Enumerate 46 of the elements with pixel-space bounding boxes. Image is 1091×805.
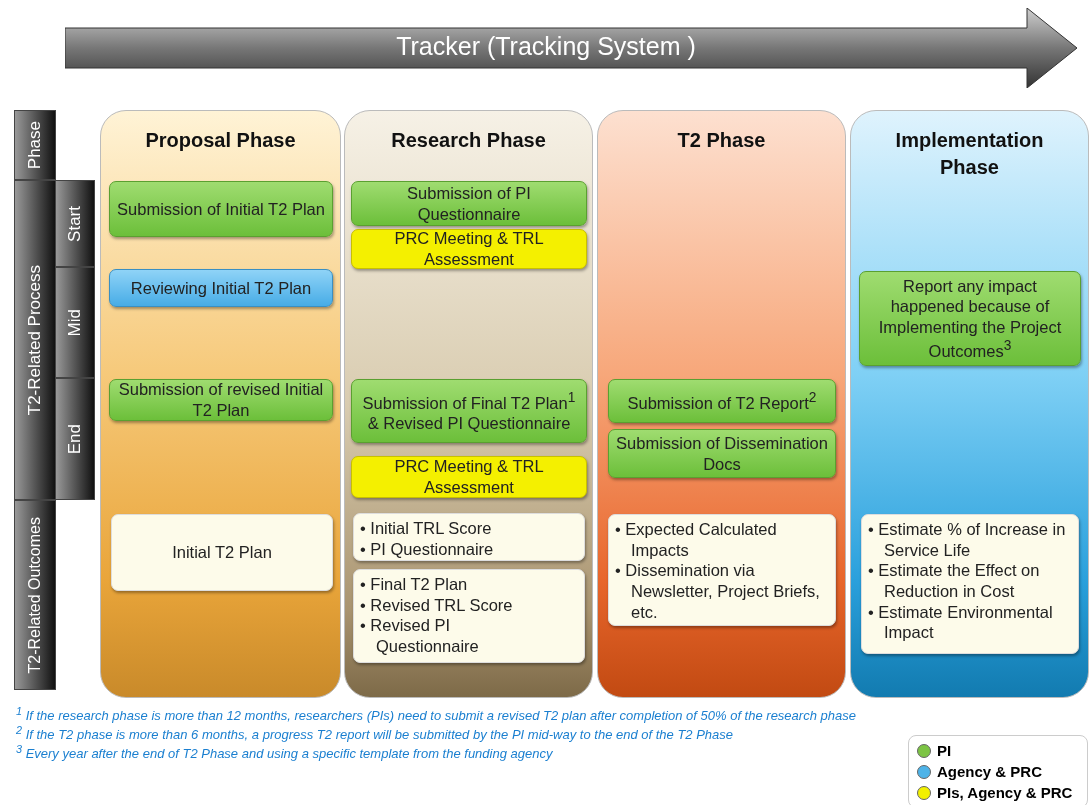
task-box: Report any impact happened because of Implementing the Project Outcomes$^{3}$ — [859, 271, 1081, 366]
outcome-list-card — [353, 513, 585, 561]
bullet-item: • Estimate % of Increase in Service Life — [868, 519, 1067, 561]
column-title: Implementation Phase — [894, 128, 1045, 180]
task-box: PRC Meeting & TRL Assessment — [351, 229, 587, 269]
stage-header: Mid — [55, 267, 95, 378]
task-box: Submission of T2 Report$^{2}$ — [608, 379, 836, 423]
column-title: Proposal Phase — [144, 128, 297, 153]
task-box: Submission of PI Questionnaire — [351, 181, 587, 226]
bullet-item: • Initial TRL Score — [360, 518, 493, 539]
bullet-item: • Dissemination via Newsletter, Project Briefs, etc. — [615, 560, 821, 623]
phase-column — [344, 110, 593, 698]
bullet-item: • PI Questionnaire — [360, 538, 495, 560]
stage-header: End — [55, 378, 95, 500]
bullet-item: • Estimate the Effect on Reduction in Cost — [868, 560, 1041, 602]
process-header: T2-Related Process — [14, 180, 56, 500]
outcome-list-card — [861, 514, 1079, 654]
bullet-item: • Expected Calculated Impacts — [615, 519, 778, 561]
outcome-list-card — [353, 569, 585, 663]
outcomes-header: T2-Related Outcomes — [14, 500, 56, 690]
bullet-item: • Final T2 Plan — [360, 574, 469, 595]
phase-header: Phase — [14, 110, 56, 180]
legend-label: Agency & PRC — [937, 762, 1043, 782]
phase-column — [597, 110, 846, 698]
task-box: Submission of Final T2 Plan$^{1}$ & Revised PI Questionnaire — [351, 379, 587, 443]
legend-label: PI — [937, 741, 952, 761]
outcome-card: Initial T2 Plan — [111, 514, 333, 591]
column-title: Research Phase — [390, 128, 547, 153]
footnote: $^{2}$ If the T2 phase is more than 6 months, a progress T2 report will be submitted by the PI mid-way to the end of the T2 Phase — [16, 724, 734, 743]
footnote: $^{3}$ Every year after the end of T2 Phase and using a specific template from the funding agency — [16, 743, 553, 762]
footnote: $^{1}$ If the research phase is more than 12 months, researchers (PIs) need to submit a revised T2 plan after completion of 50% of the research phase — [16, 705, 856, 724]
bullet-item: • Revised TRL Score — [360, 594, 514, 616]
outcome-list-card — [608, 514, 836, 626]
stage-header: Start — [55, 180, 95, 267]
arrow-banner: Tracker (Tracking System ) — [65, 8, 1077, 88]
column-title: T2 Phase — [676, 128, 767, 153]
task-box: Submission of revised Initial T2 Plan — [109, 379, 333, 421]
task-box: Submission of Dissemination Docs — [608, 429, 836, 478]
bullet-item: • Revised PI Questionnaire — [360, 615, 480, 657]
bullet-item: • Estimate Environmental Impact — [868, 601, 1054, 643]
phase-column — [850, 110, 1089, 698]
task-box: Submission of Initial T2 Plan — [109, 181, 333, 237]
phase-column — [100, 110, 341, 698]
legend-label: PIs, Agency & PRC — [937, 783, 1073, 803]
task-box: Reviewing Initial T2 Plan — [109, 269, 333, 307]
task-box: PRC Meeting & TRL Assessment — [351, 456, 587, 498]
